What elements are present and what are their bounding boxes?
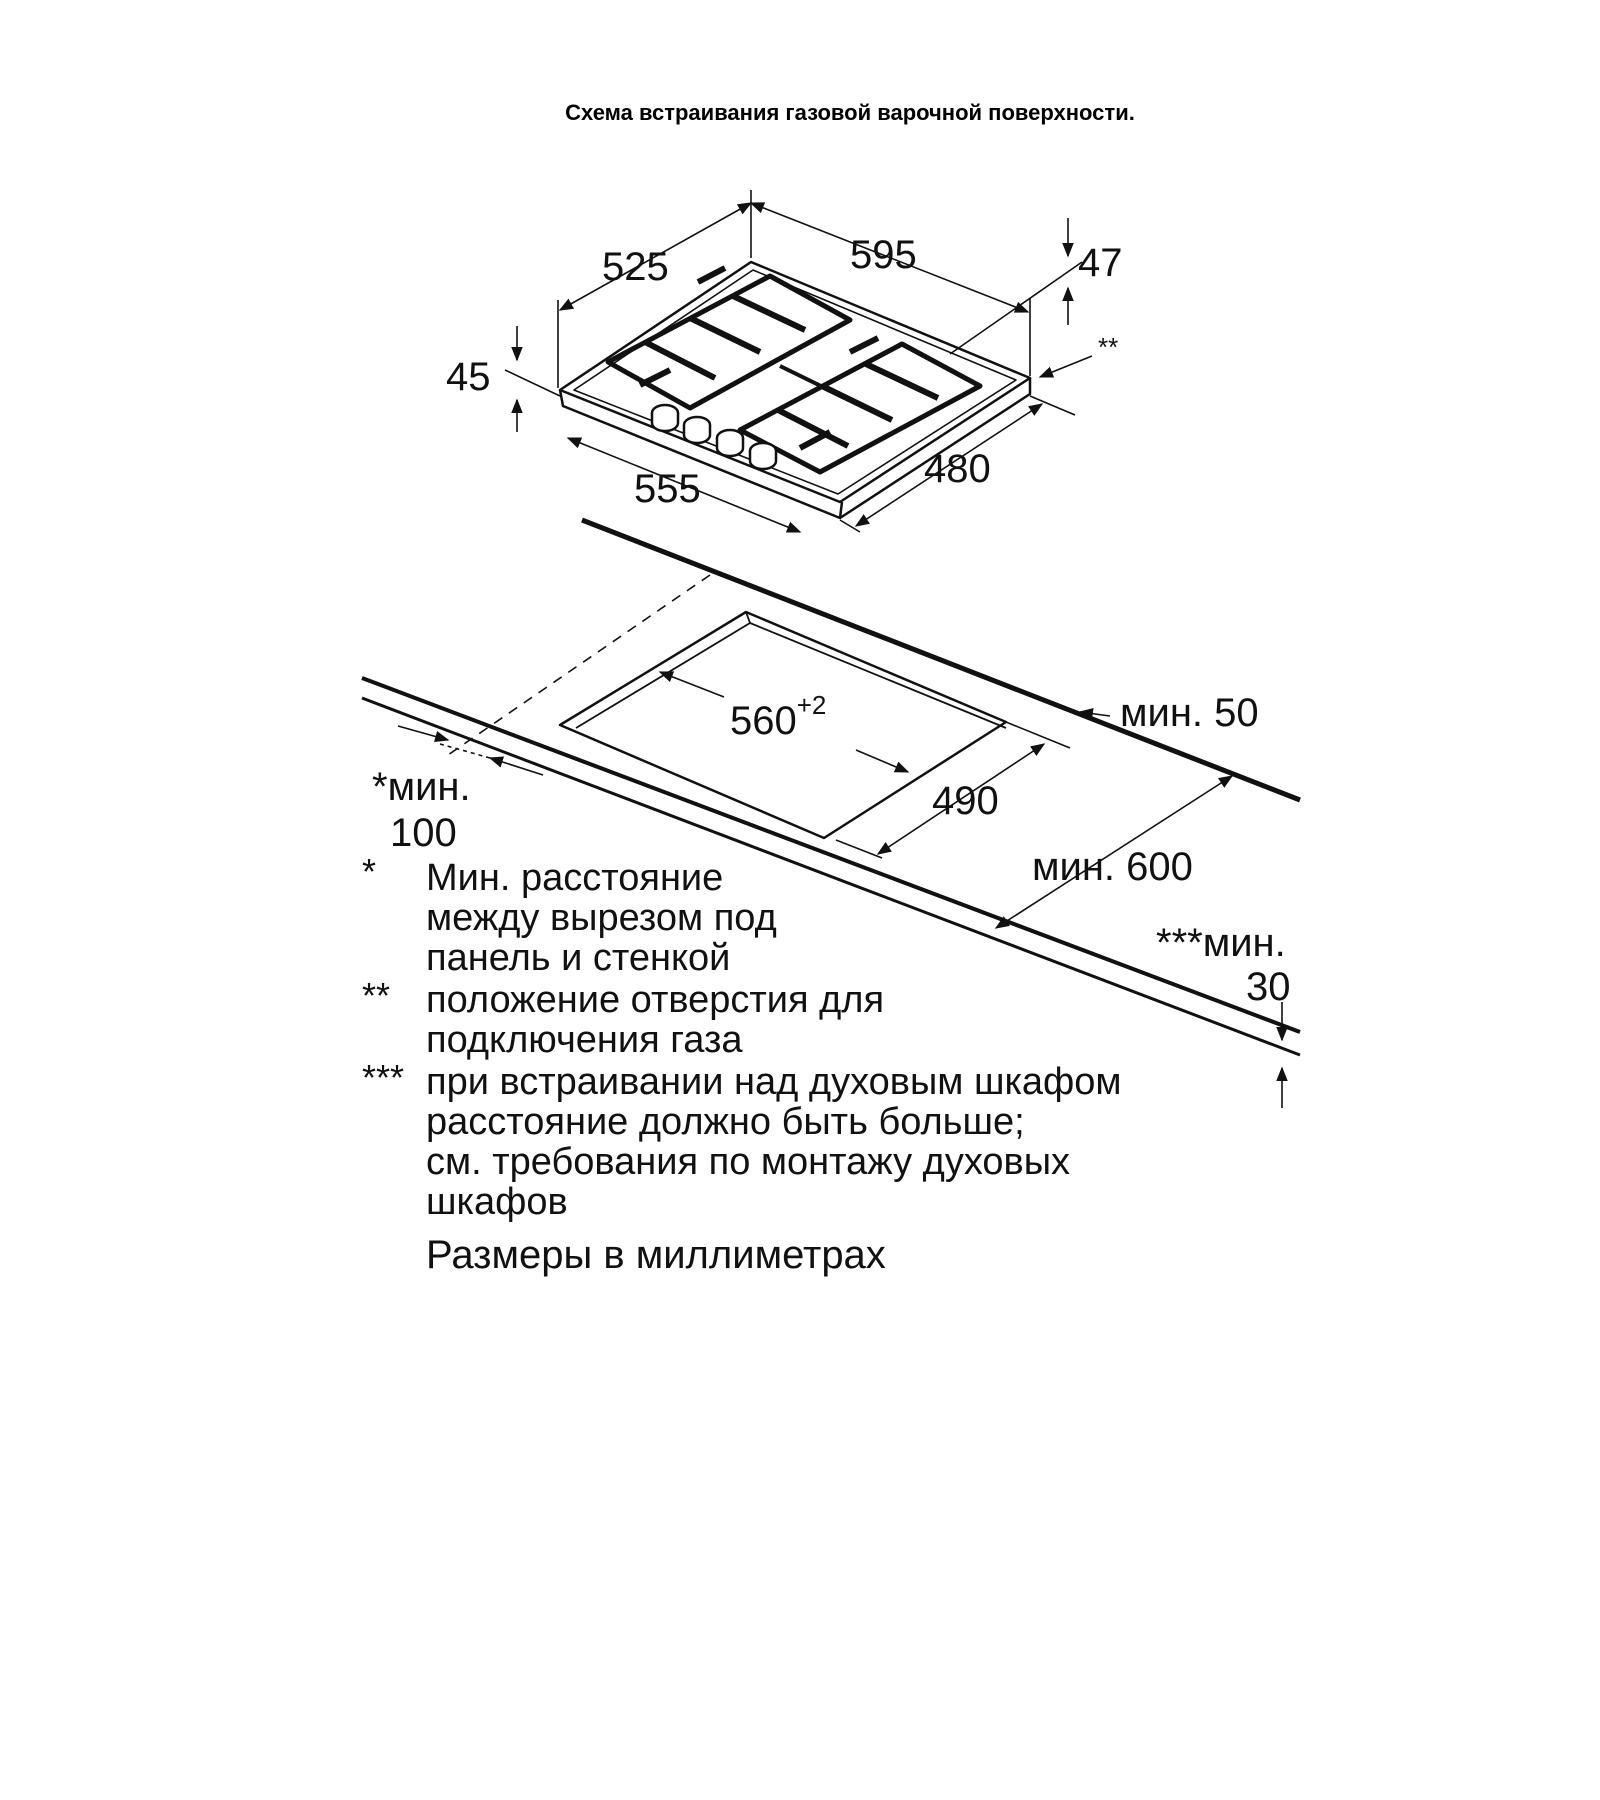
- knob-1: [650, 403, 680, 433]
- label-555: 555: [634, 467, 701, 511]
- knob-4: [748, 441, 778, 471]
- label-560-tolerance: +2: [797, 690, 827, 720]
- dim-line-560-right: [855, 749, 910, 773]
- worktop-front-edge-bottom: [361, 696, 1301, 1057]
- dimension-labels: 525 595 47 ** 45 555 480 560+2 490 мин. …: [372, 233, 1291, 1009]
- dim-line-525: [558, 202, 753, 311]
- dim-line-560-left: [658, 671, 725, 698]
- cutout-depth-edge: [745, 611, 751, 624]
- dim-line-595: [749, 202, 1030, 313]
- label-min-30-b: 30: [1246, 965, 1291, 1009]
- label-490: 490: [932, 779, 999, 823]
- label-min-600: мин. 600: [1032, 845, 1193, 889]
- worktop-back-edge: [581, 517, 1301, 803]
- label-min-100-a: *мин.: [372, 765, 471, 809]
- note-1-line-3: панель и стенкой: [426, 937, 730, 979]
- note-2-line-2: подключения газа: [426, 1019, 743, 1061]
- worktop-front-edge-top: [361, 676, 1301, 1034]
- label-595: 595: [850, 233, 917, 277]
- note-3-line-1: при встраивании над духовым шкафом: [426, 1061, 1122, 1103]
- note-3-line-2: расстояние должно быть больше;: [426, 1101, 1025, 1143]
- label-560-value: 560: [730, 699, 797, 743]
- note-1-mark: *: [362, 851, 376, 892]
- dim-line-555: [566, 437, 802, 533]
- side-wall-dashed: [447, 574, 711, 756]
- note-3-mark: ***: [362, 1057, 404, 1098]
- note-1-line-2: между вырезом под: [426, 897, 777, 939]
- note-3-line-3: см. требования по монтажу духовых: [426, 1141, 1070, 1183]
- label-45: 45: [446, 355, 491, 399]
- label-525: 525: [602, 245, 669, 289]
- dim-line-600: [994, 775, 1234, 929]
- knob-2: [682, 415, 712, 445]
- footer-units: Размеры в миллиметрах: [426, 1233, 886, 1277]
- dim-line-490: [876, 743, 1046, 855]
- hob-dimensions: [504, 190, 1093, 533]
- label-min-50: мин. 50: [1120, 691, 1259, 735]
- dim-line-480: [854, 403, 1044, 527]
- label-480: 480: [924, 447, 991, 491]
- knob-3: [715, 428, 745, 458]
- countertop-dimensions: [397, 671, 1288, 1108]
- page-title: Схема встраивания газовой варочной повер…: [565, 100, 1135, 125]
- note-3-line-4: шкафов: [426, 1181, 568, 1223]
- note-1-line-1: Мин. расстояние: [426, 857, 723, 899]
- label-560: 560+2: [730, 690, 826, 743]
- label-min-30-a: ***мин.: [1156, 921, 1286, 965]
- label-gas-mark: **: [1098, 332, 1118, 362]
- notes: * Мин. расстояние между вырезом под пане…: [362, 851, 1122, 1277]
- note-2-mark: **: [362, 975, 390, 1016]
- grate-divider: [779, 364, 871, 412]
- note-2-line-1: положение отверстия для: [426, 979, 884, 1021]
- label-47: 47: [1078, 241, 1123, 285]
- label-min-100-b: 100: [390, 811, 457, 855]
- hob-front-edge: [558, 389, 844, 520]
